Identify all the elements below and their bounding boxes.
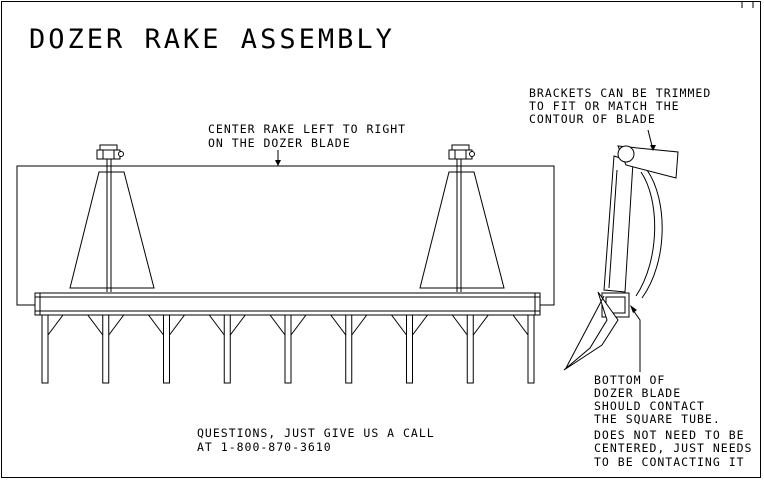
rake-tine	[451, 314, 489, 384]
drawing-title: DOZER RAKE ASSEMBLY	[29, 24, 395, 55]
note-bottom-contact: BOTTOM OF DOZER BLADE SHOULD CONTACT THE…	[594, 373, 760, 469]
side-view	[563, 129, 679, 372]
bracket-left	[69, 144, 155, 292]
note-center-rake: CENTER RAKE LEFT TO RIGHT ON THE DOZER B…	[208, 122, 414, 150]
rake-tine	[512, 314, 535, 384]
bolt-nut	[96, 149, 121, 160]
front-view	[16, 144, 555, 384]
bracket-right	[419, 144, 505, 292]
rake-tine	[330, 314, 368, 384]
center-arrowhead	[275, 160, 281, 166]
note-brackets: BRACKETS CAN BE TRIMMED TO FIT OR MATCH …	[529, 86, 719, 126]
rake-tines	[41, 314, 535, 384]
bolt-nut	[448, 149, 473, 160]
rake-tine	[87, 314, 125, 384]
rake-tine	[269, 314, 307, 384]
dozer-blade-profile	[635, 171, 656, 297]
bottom-leader-line	[632, 309, 641, 372]
side-tine	[563, 291, 619, 371]
rake-tine	[41, 314, 64, 384]
pivot-circle	[617, 145, 635, 163]
rake-tine	[391, 314, 428, 384]
rake-tine	[208, 314, 246, 384]
note-questions: QUESTIONS, JUST GIVE US A CALL AT 1-800-…	[197, 426, 443, 454]
rake-tine	[148, 314, 185, 384]
square-tube	[34, 292, 541, 316]
side-bracket-arm	[603, 155, 634, 293]
